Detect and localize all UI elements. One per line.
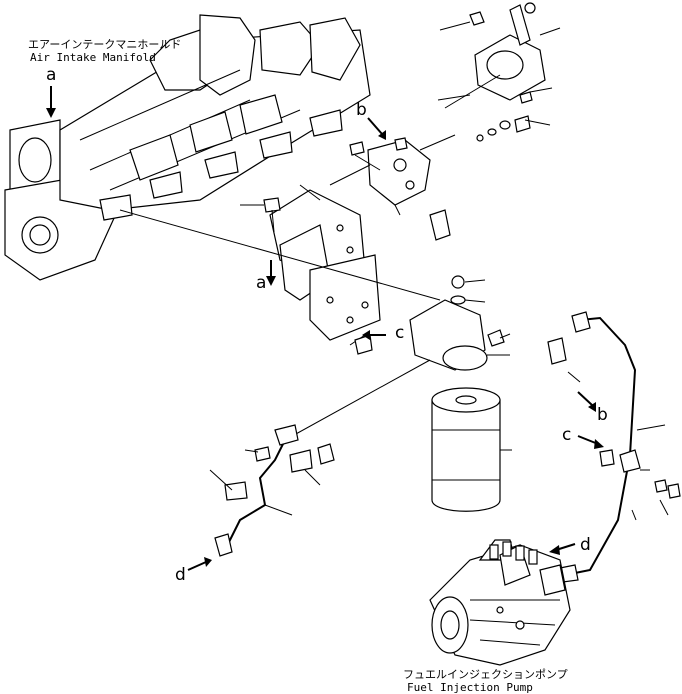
fuel-injection-pump-label-jp: フュエルインジェクションポンプ [403, 668, 568, 681]
ref-letter-c-pipe: c [562, 425, 571, 445]
ref-letter-c-filter: c [395, 323, 404, 343]
ref-letter-d-pump: d [580, 535, 591, 555]
pipe-callout-b: b [577, 391, 608, 425]
ref-letter-a-bracket: a [256, 273, 266, 293]
pipe-callout-c: c [562, 425, 604, 449]
pipe-callout-d-left: d [175, 557, 212, 585]
bracket-callout-a: a [256, 260, 276, 293]
priming-pump-assembly [437, 2, 561, 142]
air-intake-manifold-label-en: Air Intake Manifold [30, 51, 156, 64]
ref-letter-b-pipe: b [597, 405, 608, 425]
fuel-injection-pump [429, 539, 571, 666]
ref-letter-a-top: a [46, 65, 56, 85]
filter-head-callout-b: b [356, 100, 386, 140]
ref-letter-d-left: d [175, 565, 186, 585]
fuel-pipe-right [547, 311, 681, 583]
filter-head-block [329, 134, 456, 241]
pump-callout-d: d [549, 535, 591, 555]
ref-letter-b-bracket: b [356, 100, 367, 120]
fuel-injection-pump-label-en: Fuel Injection Pump [407, 681, 533, 694]
fuel-filter-cartridge [431, 387, 512, 512]
filter-callout-c: c [362, 323, 404, 343]
air-intake-manifold-label-jp: エアーインテークマニホールド [28, 38, 181, 51]
fuel-pipe-left [209, 359, 431, 557]
mounting-bracket [240, 184, 381, 341]
air-intake-manifold [4, 14, 371, 281]
manifold-callout-a: a [46, 65, 56, 118]
